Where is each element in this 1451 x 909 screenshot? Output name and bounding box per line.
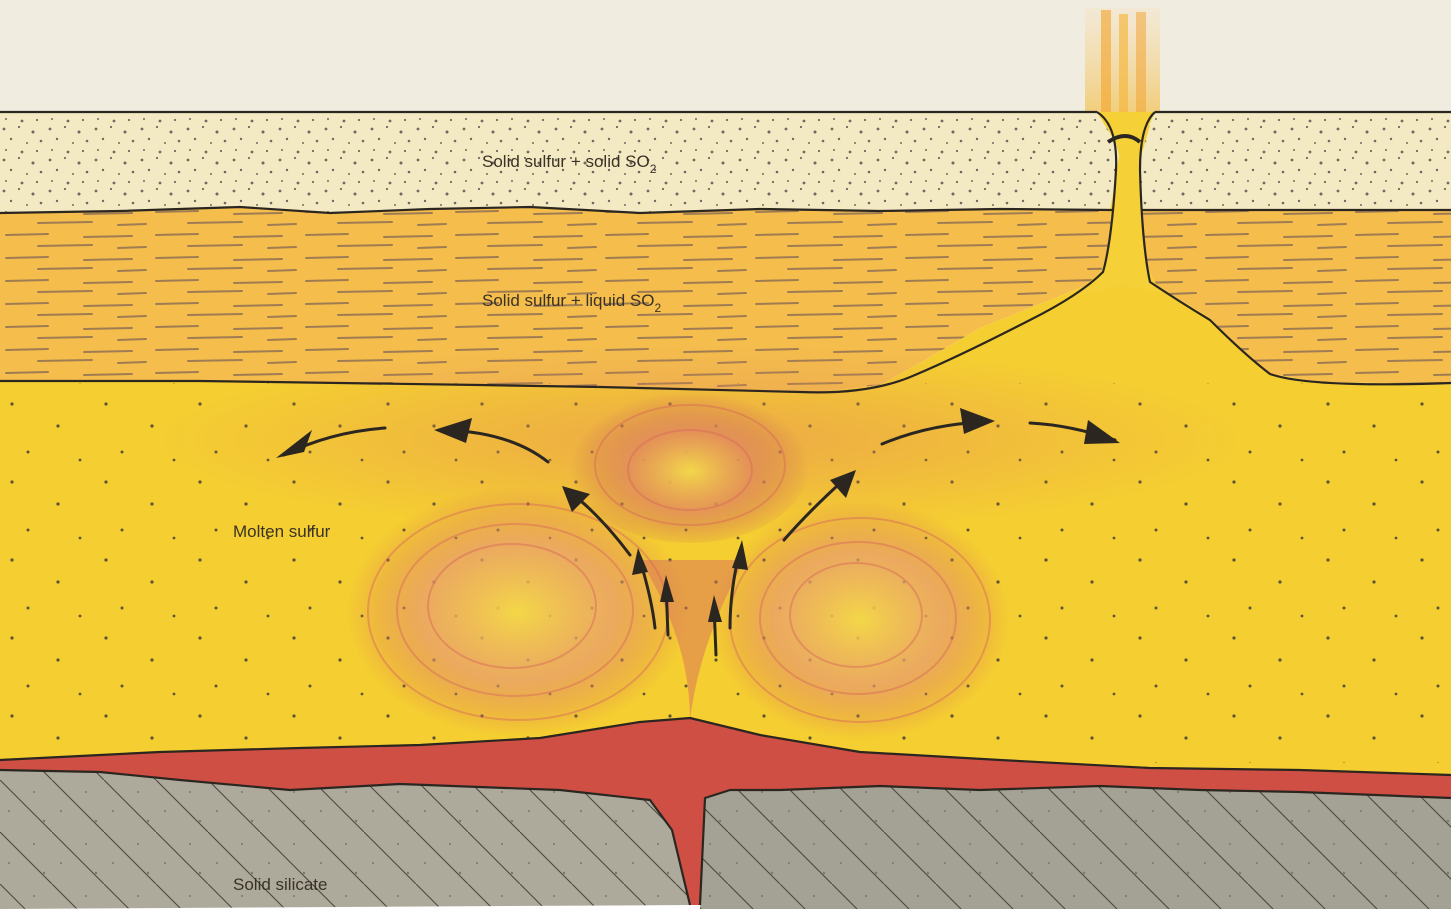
convection-swirl-right xyxy=(710,500,1010,740)
eruption-plume xyxy=(1085,8,1160,112)
layer-solid-sulfur-solid-so2 xyxy=(0,112,1451,217)
sky-background xyxy=(0,0,1451,113)
label-molten-sulfur: Molten sulfur xyxy=(233,522,331,541)
label-solid-silicate: Solid silicate xyxy=(233,875,328,894)
